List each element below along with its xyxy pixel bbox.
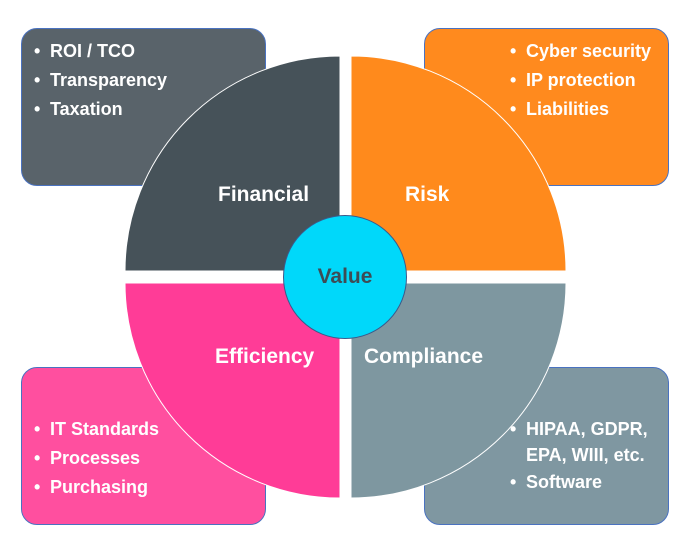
list-item: IP protection bbox=[510, 66, 651, 95]
list-item: IT Standards bbox=[34, 415, 159, 444]
financial-label: Financial bbox=[218, 183, 310, 206]
efficiency-quadrant bbox=[124, 282, 341, 499]
list-item: ROI / TCO bbox=[34, 37, 167, 66]
efficiency-list: IT Standards Processes Purchasing bbox=[34, 415, 159, 502]
risk-list: Cyber security IP protection Liabilities bbox=[510, 37, 651, 124]
list-item: Cyber security bbox=[510, 37, 651, 66]
compliance-list: HIPAA, GDPR, EPA, WIII, etc. Software bbox=[510, 416, 676, 497]
value-center-circle: Value bbox=[283, 215, 407, 339]
financial-list: ROI / TCO Transparency Taxation bbox=[34, 37, 167, 124]
list-item: Liabilities bbox=[510, 95, 651, 124]
risk-label: Risk bbox=[405, 183, 450, 206]
list-item: Taxation bbox=[34, 95, 167, 124]
list-item: HIPAA, GDPR, EPA, WIII, etc. bbox=[510, 416, 676, 468]
list-item: Software bbox=[510, 468, 676, 497]
list-item: Processes bbox=[34, 444, 159, 473]
value-label: Value bbox=[317, 265, 373, 288]
compliance-quadrant bbox=[350, 282, 567, 499]
list-item: Transparency bbox=[34, 66, 167, 95]
compliance-label: Compliance bbox=[364, 345, 484, 368]
efficiency-label: Efficiency bbox=[215, 345, 315, 368]
list-item: Purchasing bbox=[34, 473, 159, 502]
financial-quadrant bbox=[124, 55, 341, 272]
risk-quadrant bbox=[350, 55, 567, 272]
